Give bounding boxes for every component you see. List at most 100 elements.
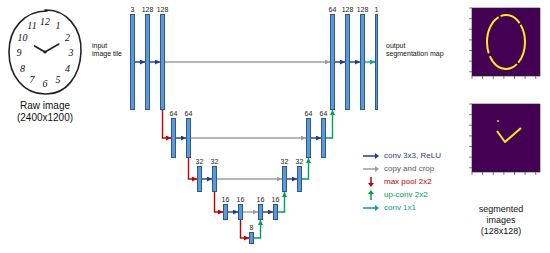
conv-arrow (311, 137, 321, 138)
legend-entry: conv 1x1 (362, 202, 416, 214)
image-caption: segmented images (128x128) (466, 204, 536, 237)
legend-entry: copy and crop (362, 163, 434, 175)
conv-arrow (335, 61, 345, 62)
channel-count: 128 (342, 6, 354, 14)
conv-arrow (263, 211, 273, 212)
clock-numeral: 5 (56, 73, 61, 84)
segmented-hands (469, 104, 540, 175)
feature-map: 32 (212, 166, 217, 192)
channel-count: 16 (257, 196, 265, 204)
feature-map: 64 (330, 14, 335, 110)
conv-arrow (350, 61, 360, 62)
clock-numeral: 8 (20, 62, 25, 73)
clock-center (43, 50, 46, 53)
copy-arrow (191, 137, 306, 138)
channel-count: 128 (157, 6, 169, 14)
clock-sketch (9, 10, 81, 94)
feature-map: 16 (258, 204, 263, 220)
feature-map: 64 (321, 118, 326, 158)
channel-count: 128 (357, 6, 369, 14)
channel-count: 32 (296, 158, 304, 166)
legend-label: conv 1x1 (384, 203, 416, 213)
segmented-face (469, 8, 540, 79)
channel-count: 64 (329, 6, 337, 14)
conv-arrow (176, 137, 186, 138)
feature-map: 64 (306, 118, 311, 158)
legend-arrow (362, 177, 380, 187)
segmentation-speck (497, 120, 499, 122)
feature-map: 32 (297, 166, 302, 192)
axis-ticks (469, 8, 536, 79)
feature-map: 128 (345, 14, 350, 110)
feature-map: 16 (223, 204, 228, 220)
clock-numeral: 2 (65, 31, 70, 42)
feature-map: 32 (282, 166, 287, 192)
legend-label: max pool 2x2 (384, 177, 432, 187)
axis-ticks (469, 104, 536, 175)
legend-entry: max pool 2x2 (362, 176, 432, 188)
channel-count: 64 (170, 110, 178, 118)
segmented-hands-line (497, 128, 521, 142)
channel-count: 1 (375, 6, 379, 14)
feature-map: 32 (197, 166, 202, 192)
maxpool-arrow (241, 220, 250, 238)
clock-numeral: 1 (56, 20, 61, 31)
clock-numeral: 10 (18, 31, 28, 42)
conv-arrow (202, 178, 212, 179)
clock-numeral: 11 (27, 20, 36, 31)
input-annotation: input image tile (92, 42, 126, 58)
channel-count: 64 (185, 110, 193, 118)
channel-count: 16 (272, 196, 280, 204)
legend-arrow (362, 190, 380, 200)
feature-map: 128 (145, 14, 150, 110)
segmented-outline (487, 15, 525, 69)
feature-map: 16 (238, 204, 243, 220)
channel-count: 128 (142, 6, 154, 14)
copy-arrow (165, 61, 330, 62)
clock-numeral: 4 (65, 62, 70, 73)
channel-count: 32 (196, 158, 204, 166)
conv1x1-arrow (365, 61, 375, 62)
segmentation-map (472, 8, 540, 76)
clock-face (9, 10, 81, 94)
hour-hand (35, 46, 45, 52)
channel-count: 8 (250, 224, 254, 232)
legend-arrow (362, 164, 380, 174)
feature-map: 128 (160, 14, 165, 110)
conv-arrow (150, 61, 160, 62)
channel-count: 3 (131, 6, 135, 14)
clock-numeral: 3 (69, 47, 74, 58)
feature-map: 16 (273, 204, 278, 220)
feature-map: 3 (130, 14, 135, 110)
legend-entry: conv 3x3, ReLU (362, 150, 441, 162)
legend-label: conv 3x3, ReLU (384, 151, 441, 161)
feature-map: 64 (186, 118, 191, 158)
channel-count: 16 (237, 196, 245, 204)
minute-hand (45, 44, 59, 52)
channel-count: 16 (222, 196, 230, 204)
feature-map: 128 (360, 14, 365, 110)
feature-map: 1 (375, 14, 378, 110)
legend-arrow (362, 151, 380, 161)
image-caption: Raw image (2400x1200) (12, 100, 78, 124)
upconv-arrow (254, 220, 261, 238)
output-annotation: output segmentation map (386, 42, 448, 58)
legend-entry: up-conv 2x2 (362, 189, 428, 201)
clock-numeral: 6 (43, 78, 48, 89)
copy-arrow (217, 178, 282, 179)
clock-numeral: 9 (17, 47, 22, 58)
copy-arrow (243, 211, 258, 212)
feature-map: 8 (249, 232, 254, 244)
conv-arrow (287, 178, 297, 179)
clock-numeral: 7 (30, 73, 35, 84)
legend-label: copy and crop (384, 164, 434, 174)
legend-label: up-conv 2x2 (384, 190, 428, 200)
channel-count: 32 (281, 158, 289, 166)
feature-map: 64 (171, 118, 176, 158)
channel-count: 64 (305, 110, 313, 118)
legend-arrow (362, 203, 380, 213)
conv-arrow (135, 61, 145, 62)
segmentation-map (472, 104, 540, 172)
conv-arrow (228, 211, 238, 212)
clock-numeral: 12 (40, 16, 50, 27)
